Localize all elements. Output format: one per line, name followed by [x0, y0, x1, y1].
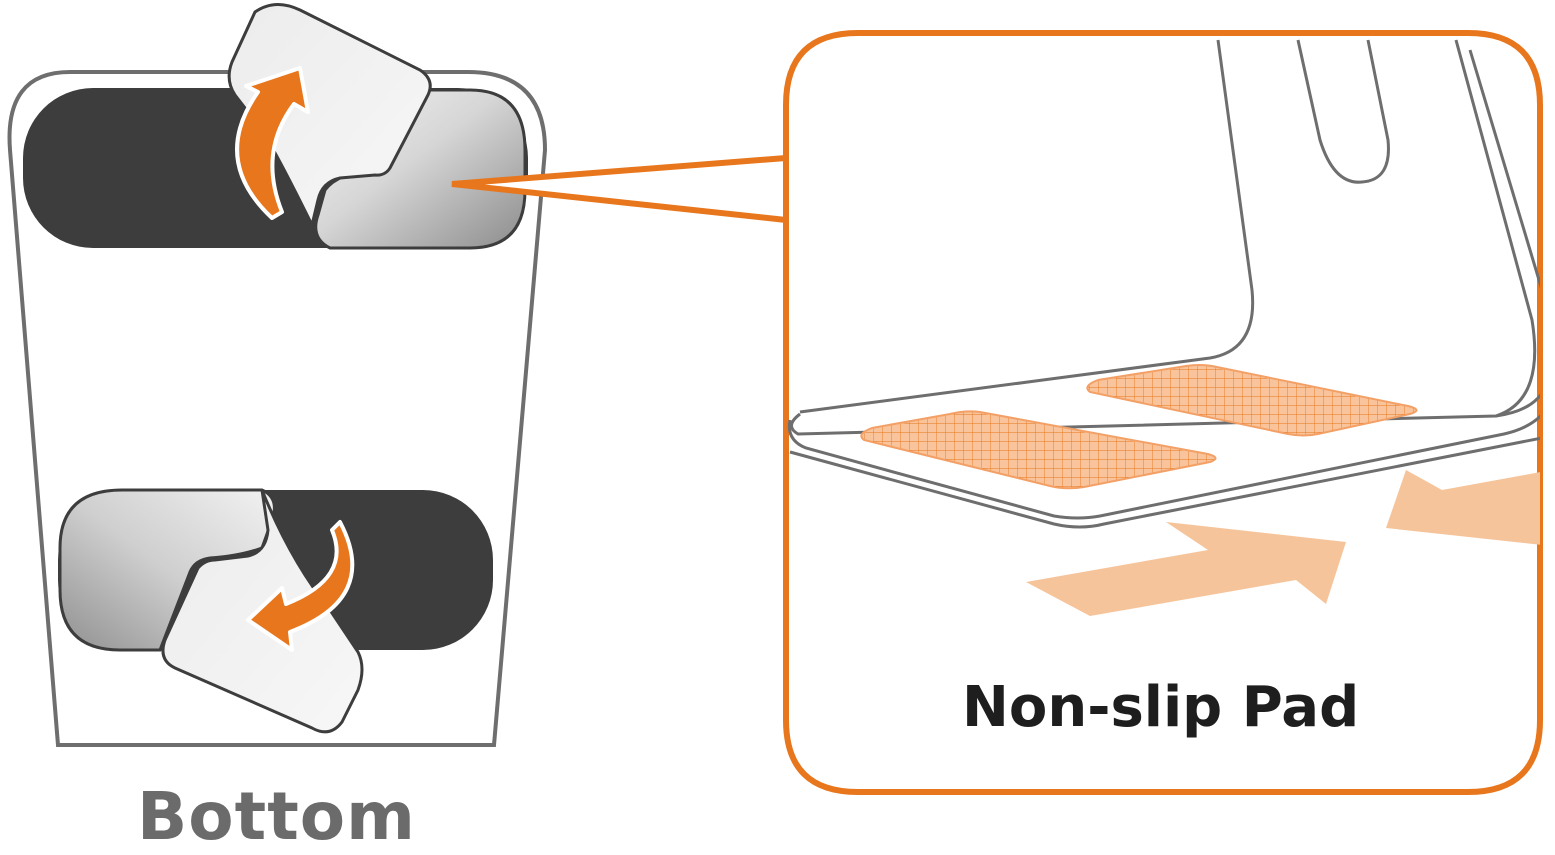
stand-base-bottom — [789, 434, 1540, 529]
non-slip-pad-right — [1086, 364, 1418, 437]
stand-base-plate — [787, 399, 1540, 520]
top-peel-arrow-icon — [235, 66, 310, 220]
bottom-label: Bottom — [137, 778, 416, 855]
force-arrow-right-icon — [1386, 470, 1540, 546]
callout-box — [783, 30, 1543, 795]
stand-front-edge — [799, 39, 1255, 414]
non-slip-pad-label: Non-slip Pad — [962, 675, 1360, 740]
bottom-peel-arrow-icon — [246, 520, 355, 652]
stand-back-edge — [1454, 39, 1537, 418]
stand-back-edge-inner — [1468, 49, 1540, 301]
callout-pointer — [451, 155, 787, 223]
non-slip-pad-left — [860, 410, 1217, 490]
force-arrow-left-icon — [1026, 522, 1346, 616]
stand-slot — [1296, 39, 1390, 184]
stand-base-top — [790, 379, 1540, 436]
